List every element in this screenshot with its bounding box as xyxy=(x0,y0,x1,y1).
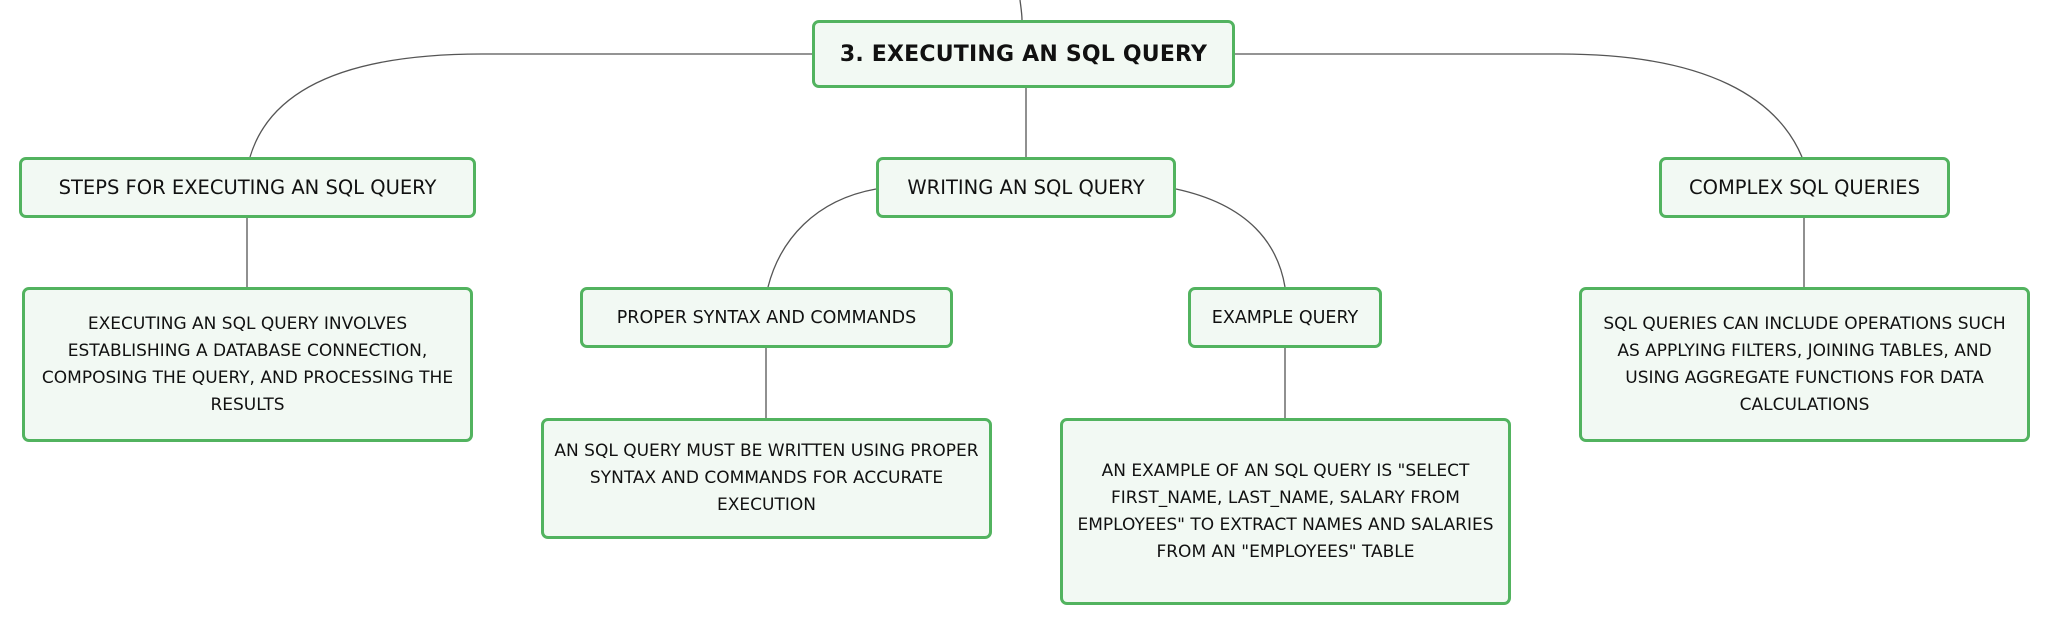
complex-node-label: COMPLEX SQL QUERIES xyxy=(1688,176,1921,199)
steps-node[interactable]: STEPS FOR EXECUTING AN SQL QUERY xyxy=(19,157,476,218)
example-query-node[interactable]: EXAMPLE QUERY xyxy=(1188,287,1382,348)
example-query-detail-text: AN EXAMPLE OF AN SQL QUERY IS "SELECT FI… xyxy=(1077,460,1494,562)
proper-syntax-node-label: PROPER SYNTAX AND COMMANDS xyxy=(616,307,917,328)
connector-writing-to-proper xyxy=(767,188,877,288)
example-query-node-label: EXAMPLE QUERY xyxy=(1211,307,1359,328)
proper-syntax-detail-text: AN SQL QUERY MUST BE WRITTEN USING PROPE… xyxy=(554,441,979,515)
connector-root-to-complex xyxy=(1235,53,1803,158)
connector-writing-to-example xyxy=(1175,188,1286,288)
proper-syntax-node[interactable]: PROPER SYNTAX AND COMMANDS xyxy=(580,287,953,348)
complex-detail-text: SQL QUERIES CAN INCLUDE OPERATIONS SUCH … xyxy=(1603,313,2006,415)
root-node-label: 3. EXECUTING AN SQL QUERY xyxy=(839,41,1208,67)
proper-syntax-detail-node[interactable]: AN SQL QUERY MUST BE WRITTEN USING PROPE… xyxy=(541,418,992,539)
complex-detail-node[interactable]: SQL QUERIES CAN INCLUDE OPERATIONS SUCH … xyxy=(1579,287,2030,442)
root-node[interactable]: 3. EXECUTING AN SQL QUERY xyxy=(812,20,1235,88)
writing-node[interactable]: WRITING AN SQL QUERY xyxy=(876,157,1176,218)
connector-root-to-steps xyxy=(249,53,812,158)
steps-node-label: STEPS FOR EXECUTING AN SQL QUERY xyxy=(58,176,437,199)
steps-detail-text: EXECUTING AN SQL QUERY INVOLVES ESTABLIS… xyxy=(41,313,454,415)
writing-node-label: WRITING AN SQL QUERY xyxy=(907,176,1145,199)
connector-parent-to-root xyxy=(1019,0,1023,21)
complex-node[interactable]: COMPLEX SQL QUERIES xyxy=(1659,157,1950,218)
steps-detail-node[interactable]: EXECUTING AN SQL QUERY INVOLVES ESTABLIS… xyxy=(22,287,473,442)
example-query-detail-node[interactable]: AN EXAMPLE OF AN SQL QUERY IS "SELECT FI… xyxy=(1060,418,1511,605)
